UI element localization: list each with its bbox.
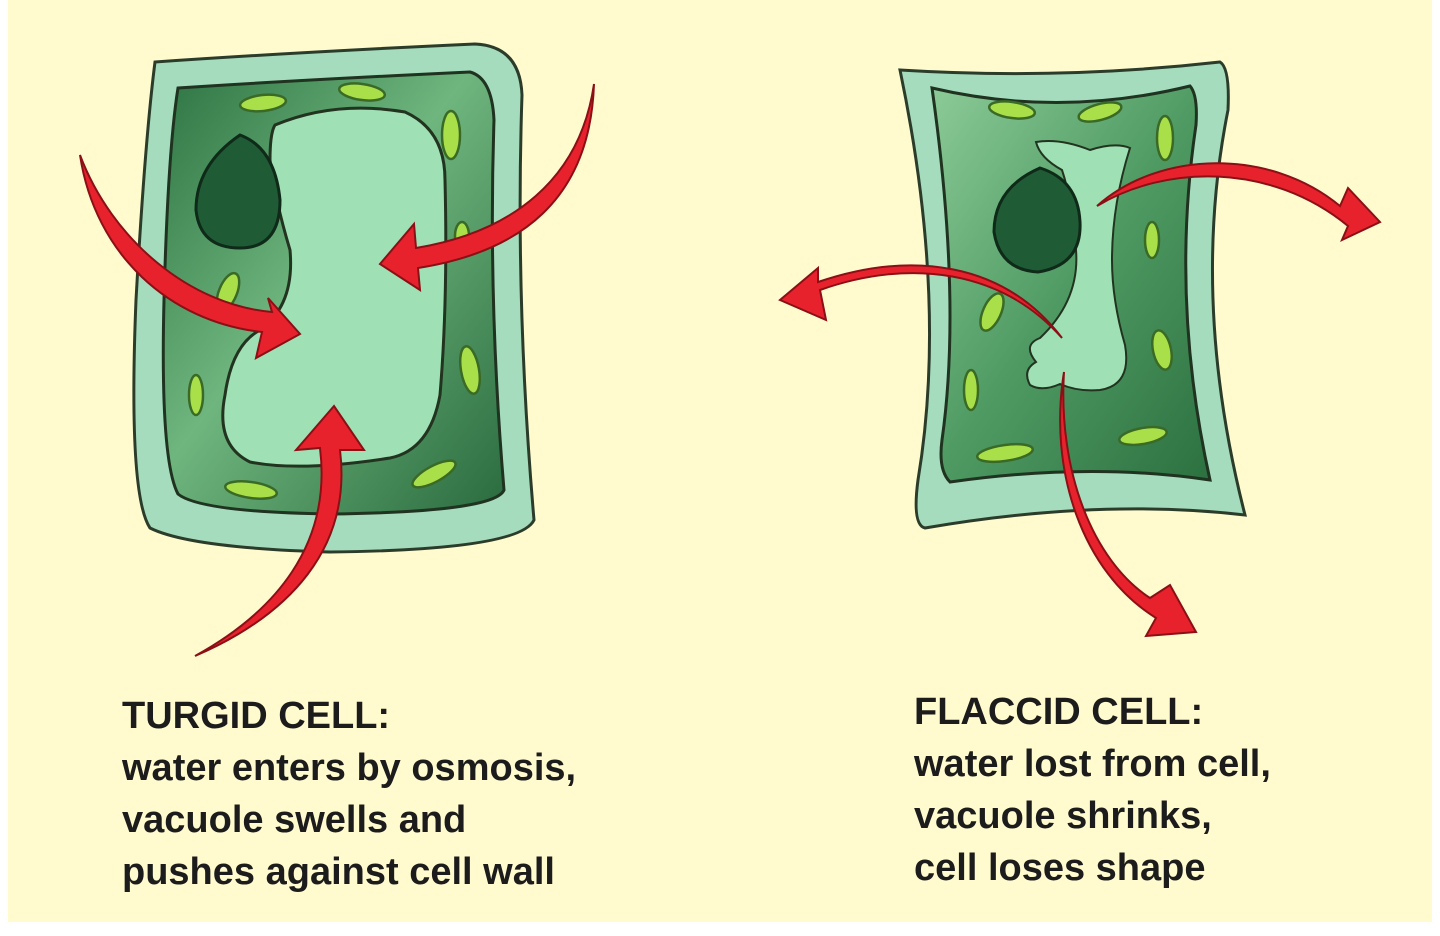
flaccid-caption-title: FLACCID CELL: (914, 691, 1204, 733)
turgid-caption: TURGID CELL: water enters by osmosis, va… (122, 690, 576, 898)
turgid-arrow-bottom (194, 404, 366, 657)
flaccid-caption-line-1: water lost from cell, (914, 743, 1271, 785)
turgid-caption-title: TURGID CELL: (122, 695, 391, 737)
flaccid-arrow-bottom (1059, 371, 1198, 638)
turgid-water-arrows (79, 83, 595, 657)
flaccid-arrow-left (778, 264, 1063, 339)
flaccid-caption: FLACCID CELL: water lost from cell, vacu… (914, 686, 1271, 894)
flaccid-water-arrows (778, 162, 1382, 638)
turgid-cell (79, 42, 595, 657)
flaccid-nucleus (992, 166, 1082, 274)
flaccid-cell (778, 60, 1382, 638)
flaccid-arrow-right (1096, 162, 1382, 243)
turgid-arrow-upper-right (378, 83, 595, 292)
turgid-caption-line-2: vacuole swells and (122, 799, 467, 841)
flaccid-caption-line-3: cell loses shape (914, 847, 1206, 889)
turgid-arrow-upper-left (79, 154, 302, 360)
flaccid-chloroplasts (962, 100, 1175, 464)
turgid-caption-line-3: pushes against cell wall (122, 851, 555, 893)
turgid-nucleus (194, 133, 282, 250)
flaccid-caption-line-2: vacuole shrinks, (914, 795, 1212, 837)
turgid-caption-line-1: water enters by osmosis, (122, 747, 577, 789)
